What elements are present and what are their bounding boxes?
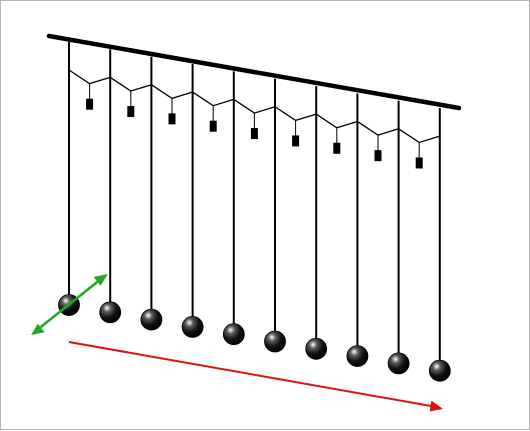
wave-propagation-arrow [68, 341, 443, 412]
coupling-weight [250, 128, 258, 140]
coupling-weight [86, 98, 94, 110]
coupling-thread [233, 98, 276, 114]
coupling-thread [357, 120, 399, 136]
transverse-arrowhead-down [31, 323, 45, 335]
pendulum-bob [428, 359, 451, 382]
coupling-thread [192, 91, 234, 107]
pendulum-bob [222, 323, 245, 346]
coupling-thread [398, 128, 440, 144]
coupling-weight [415, 157, 423, 169]
transverse-arrowhead-up [93, 274, 108, 286]
coupling-weight [168, 113, 176, 125]
pendulum-bob [181, 315, 204, 338]
coupling-thread [274, 106, 317, 122]
support-beam [46, 33, 462, 111]
coupling-weight [127, 106, 135, 118]
pendulum-bob [305, 337, 328, 360]
coupling-thread [68, 69, 111, 85]
coupling-thread [151, 84, 193, 100]
coupling-thread [109, 76, 152, 92]
coupling-weight [374, 150, 382, 162]
transverse-oscillation-arrow [31, 274, 108, 335]
coupling-weight [292, 135, 300, 147]
pendulum-bob [346, 345, 369, 368]
coupling-weight [209, 120, 217, 132]
propagation-arrowhead [429, 400, 443, 412]
pendulum-bob [99, 301, 122, 324]
coupling-weight [333, 142, 341, 154]
pendulum-bob [140, 308, 163, 331]
coupling-thread [315, 113, 358, 129]
pendulum-bob [264, 330, 286, 353]
pendulum-bob [387, 352, 410, 375]
